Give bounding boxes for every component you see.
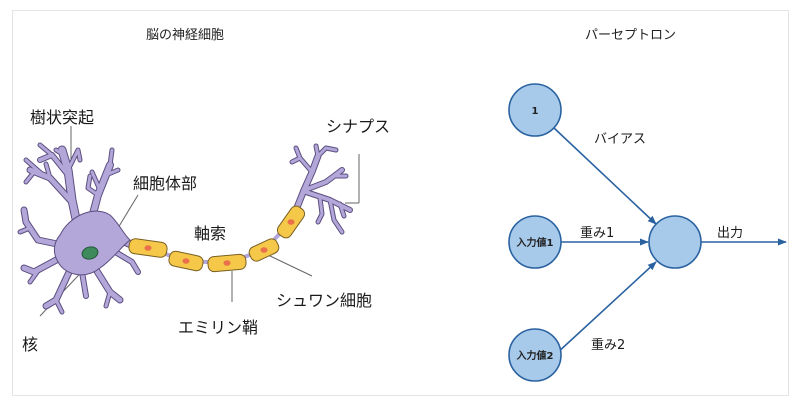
axon-terminal [289, 143, 353, 235]
figure-frame [12, 10, 789, 396]
dendrite-branch-10 [90, 170, 102, 192]
label-bias: バイアス [594, 132, 647, 147]
synapse-branch-5 [303, 168, 344, 192]
dendrite-branch-14 [21, 207, 65, 248]
dendrite-branch-6 [24, 158, 44, 176]
dendrite-branch-17 [28, 266, 42, 284]
dendrite-branch-13 [86, 174, 100, 197]
label-output: 出力 [717, 226, 744, 241]
schwann-cell-nucleus [287, 219, 295, 225]
dendrite-branch-8 [44, 162, 52, 180]
dendrite-branch-19 [54, 298, 64, 314]
cell-body [17, 142, 141, 315]
nucleus-shape [81, 246, 99, 260]
input1-node [508, 215, 562, 269]
label-myelin-sheath: エミリン鞘 [178, 318, 259, 337]
dendrite-branch-22 [110, 248, 140, 274]
schwann-cell-nucleus [144, 245, 152, 251]
input2-node-label: 入力値2 [517, 349, 554, 362]
synapse-branch-2 [294, 146, 302, 160]
dendrite-branch-11 [104, 168, 120, 177]
dendrite-branch-3 [66, 148, 82, 172]
dendrite-branch-23 [80, 270, 88, 298]
perceptron-title: パーセプトロン [585, 28, 677, 43]
synapse-branch-10 [328, 198, 344, 234]
label-synapse: シナプス [326, 117, 391, 136]
dendrite-branch-12 [108, 148, 114, 167]
dendrite-branch-2 [38, 143, 54, 157]
myelin-sheath-group [128, 205, 306, 273]
label-weight2: 重み2 [591, 338, 626, 353]
label-axon: 軸索 [194, 224, 227, 243]
edge-bias [553, 127, 657, 225]
label-nucleus: 核 [22, 335, 39, 354]
bias-node-label: 1 [532, 106, 539, 117]
output-node [648, 215, 702, 269]
input2-node [508, 328, 562, 382]
dendrite-branch-21 [104, 290, 112, 308]
edge-weight2 [555, 261, 657, 355]
synapse-branch-0 [293, 153, 321, 213]
schwann-cell-nucleus [223, 260, 231, 266]
label-weight1: 重み1 [580, 226, 615, 241]
schwann-leader-line [267, 254, 313, 277]
schwann-cell-nucleus [182, 258, 190, 264]
dendrite-branch-15 [18, 226, 32, 234]
bias-node [508, 83, 562, 137]
label-schwann-cell: シュワン細胞 [276, 291, 373, 310]
input1-node-label: 入力値1 [517, 236, 554, 249]
synapse-branch-3 [316, 146, 338, 158]
neuron-title: 脳の神経細胞 [146, 28, 225, 43]
synapse-branch-9 [316, 196, 324, 224]
schwann-cell-nucleus [260, 247, 268, 253]
dendrite-branch-7 [24, 170, 36, 184]
synapse-branch-8 [338, 202, 346, 218]
synapse-branch-4 [314, 144, 320, 158]
dendrite-branch-4 [54, 148, 66, 157]
neuron-diagram [17, 126, 360, 317]
label-soma: 細胞体部 [133, 174, 198, 193]
label-dendrite: 樹状突起 [30, 108, 95, 127]
dendrite-branch-16 [21, 255, 63, 275]
soma-leader-line [117, 194, 139, 229]
